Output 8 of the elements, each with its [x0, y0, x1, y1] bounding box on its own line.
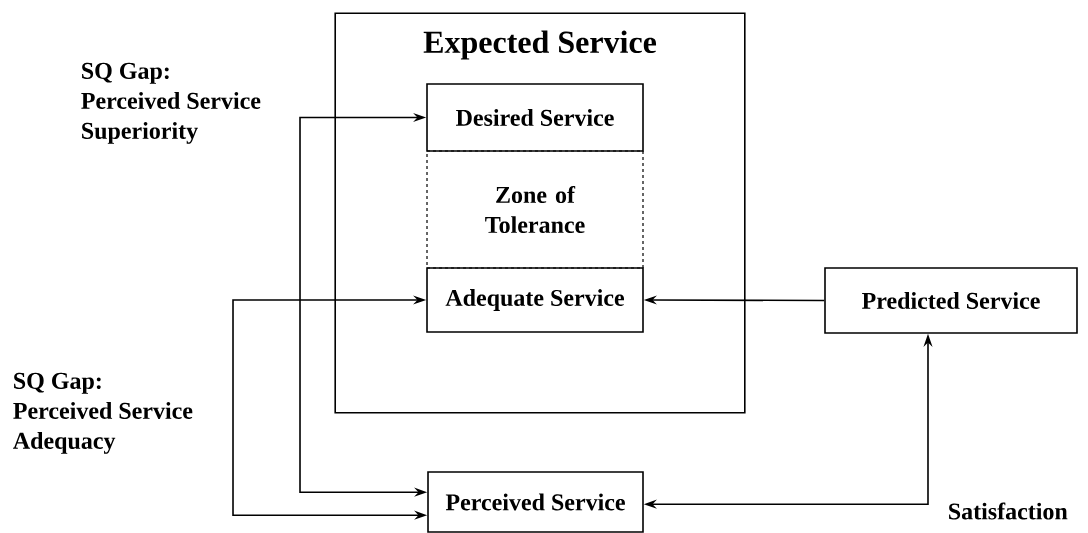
edge-label: Satisfaction [949, 502, 1068, 520]
zone-box: Zone of Tolerance [426, 150, 644, 269]
edge-label: SQ Gap: Perceived Service Superiority [81, 62, 261, 144]
process-box: Perceived Service [427, 471, 644, 533]
process-box: Adequate Service [426, 267, 644, 333]
process-box: Predicted Service [824, 267, 1078, 334]
process-box: Desired Service [426, 83, 644, 152]
edge-label: SQ Gap: Perceived Service Adequacy [13, 372, 193, 454]
